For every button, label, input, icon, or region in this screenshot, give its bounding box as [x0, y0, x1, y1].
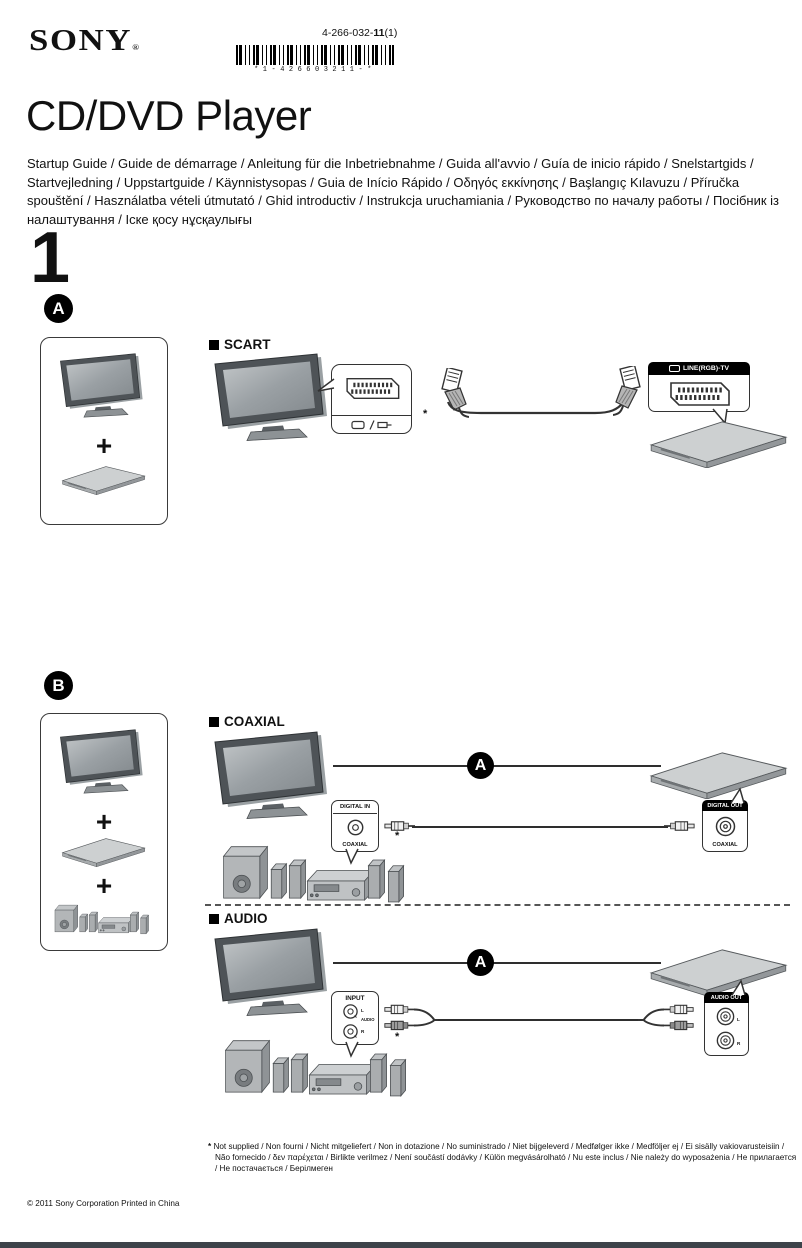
barcode-digits: *1-426603211-*: [254, 66, 376, 74]
not-supplied-asterisk: *: [423, 408, 428, 420]
speaker-system-illustration: [225, 1040, 407, 1097]
footnote-text: Not supplied / Non fourni / Nicht mitgel…: [213, 1142, 797, 1173]
audio-group-label: AUDIO: [361, 1017, 375, 1022]
not-supplied-asterisk: *: [395, 1031, 400, 1043]
required-items-box-a: +: [40, 337, 168, 525]
rca-jack-icon: [716, 1031, 735, 1050]
dvd-player-illustration: [62, 466, 145, 495]
scart-cable: [446, 401, 625, 415]
dvd-player-illustration: [650, 752, 787, 799]
audio-heading: AUDIO: [209, 911, 268, 926]
route-a-badge: A: [467, 752, 494, 779]
registered-mark: ®: [132, 43, 139, 52]
section-divider-dashed: [205, 904, 790, 906]
coaxial-jack-icon: [715, 816, 736, 837]
jack-header: DIGITAL OUT: [702, 800, 748, 811]
plus-sign: +: [95, 806, 113, 837]
tv-illustration: [214, 731, 328, 819]
dvd-player-illustration: [650, 421, 787, 468]
required-items-box-b: + +: [40, 713, 168, 951]
rca-plug-icon: [664, 820, 695, 832]
left-channel-label: L: [737, 1017, 740, 1022]
part-number: 4-266-032-11(1): [322, 27, 398, 39]
coaxial-cable: [412, 826, 668, 828]
callout-pointer: [345, 848, 359, 865]
jack-label: COAXIAL: [342, 842, 368, 848]
barcode: [236, 45, 394, 65]
section-b-badge: B: [44, 671, 73, 700]
scart-heading: SCART: [209, 337, 271, 352]
rca-plug-pair-icon: [638, 1000, 696, 1038]
connection-route-line: [333, 962, 661, 964]
scart-socket-icon: [670, 382, 730, 406]
heading-square-icon: [209, 716, 219, 727]
coaxial-heading: COAXIAL: [209, 714, 285, 729]
heading-square-icon: [209, 339, 219, 350]
jack-header: AUDIO OUT: [704, 992, 749, 1003]
callout-pointer: [317, 378, 335, 392]
tv-scart-port-icon: [351, 419, 393, 431]
player-digital-out-callout: DIGITAL OUT COAXIAL: [702, 787, 748, 852]
speaker-system-illustration: [54, 904, 149, 935]
callout-pointer: [731, 979, 746, 996]
footnote-asterisk: *: [208, 1142, 212, 1152]
not-supplied-asterisk: *: [395, 830, 400, 842]
right-channel-label: R: [361, 1029, 365, 1034]
audio-cable: [438, 1019, 640, 1021]
bottom-bar: [0, 1242, 802, 1248]
amp-audio-input-callout: INPUT L AUDIO R: [331, 991, 379, 1058]
left-channel-label: L: [361, 1008, 364, 1013]
jack-label-bar: LINE(RGB)-TV: [648, 362, 750, 375]
jack-label: COAXIAL: [712, 842, 738, 848]
callout-divider: [332, 415, 411, 416]
callout-pointer: [345, 1041, 359, 1058]
tv-illustration: [214, 928, 328, 1016]
sony-logo: SONY®: [29, 22, 139, 58]
rca-jack-icon: [343, 1004, 358, 1019]
scart-connector-glyph: [668, 365, 680, 372]
route-a-badge: A: [467, 949, 494, 976]
rca-jack-icon: [716, 1007, 735, 1026]
plus-sign: +: [95, 870, 113, 901]
speaker-system-illustration: [223, 846, 405, 903]
plus-sign: +: [95, 430, 113, 461]
amp-digital-in-callout: DIGITAL IN COAXIAL: [331, 800, 379, 865]
section-a-badge: A: [44, 294, 73, 323]
dvd-player-illustration: [62, 838, 145, 867]
connection-route-line: [333, 765, 661, 767]
player-line-rgb-tv-callout: LINE(RGB)-TV: [648, 362, 750, 425]
dvd-player-illustration: [650, 949, 787, 996]
coaxial-jack-icon: [347, 819, 364, 836]
page-title: CD/DVD Player: [26, 92, 312, 139]
tv-illustration: [60, 729, 143, 794]
heading-square-icon: [209, 913, 219, 924]
copyright-line: © 2011 Sony Corporation Printed in China: [27, 1199, 180, 1208]
tv-illustration: [60, 353, 143, 418]
step-number: 1: [30, 218, 70, 298]
tv-scart-jack-callout: [317, 364, 412, 434]
multilingual-subtitle: Startup Guide / Guide de démarrage / Anl…: [27, 156, 780, 227]
callout-pointer: [730, 787, 745, 804]
tv-illustration: [214, 353, 328, 441]
right-channel-label: R: [737, 1041, 741, 1046]
scart-plug-icon: [613, 366, 641, 416]
footnote: * Not supplied / Non fourni / Nicht mitg…: [208, 1142, 797, 1174]
jack-header: INPUT: [345, 995, 365, 1002]
brand-text: SONY: [29, 22, 133, 57]
scart-socket-icon: [346, 378, 400, 399]
player-audio-out-callout: AUDIO OUT L R: [704, 979, 749, 1056]
jack-header: DIGITAL IN: [333, 801, 377, 814]
